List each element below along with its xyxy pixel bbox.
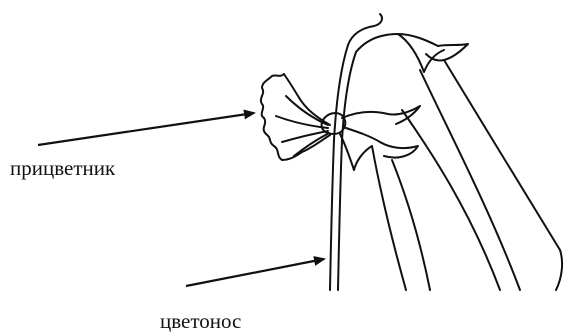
calyx-lobe-2 bbox=[346, 128, 418, 158]
bract-arrow bbox=[38, 113, 254, 145]
bell-inner bbox=[402, 110, 500, 290]
upper-stalk bbox=[348, 14, 382, 45]
calyx-lobe-1 bbox=[342, 106, 420, 124]
calyx-lobe-3 bbox=[340, 134, 372, 170]
bell-mid-left bbox=[392, 160, 430, 290]
bract-outline bbox=[261, 74, 330, 160]
bract-label: прицветник bbox=[10, 158, 115, 179]
bell-left-edge bbox=[372, 146, 406, 290]
peduncle-stem-inner bbox=[338, 52, 356, 290]
peduncle-arrow bbox=[186, 259, 324, 286]
bell-rim-right bbox=[556, 250, 562, 290]
upper-stalk-2 bbox=[356, 34, 438, 52]
peduncle-label: цветонос bbox=[160, 311, 241, 332]
